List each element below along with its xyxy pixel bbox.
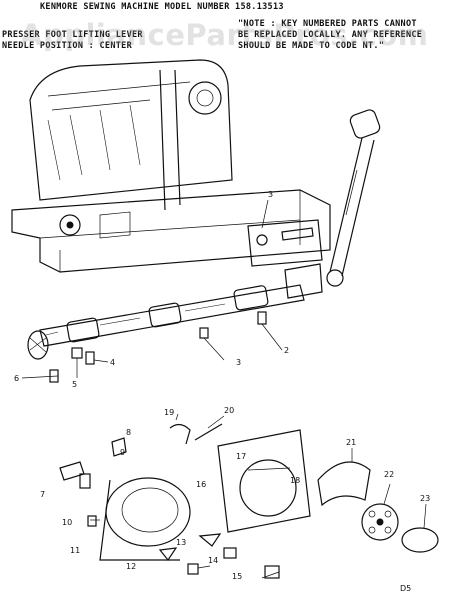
callout-16: 16 (196, 480, 207, 489)
callout-8: 8 (126, 428, 132, 437)
callout-4: 4 (110, 358, 116, 367)
callout-23: 23 (420, 494, 431, 503)
callout-11: 11 (70, 546, 81, 555)
needle-position-label: NEEDLE POSITION : CENTER (2, 41, 133, 51)
note-line-1: "NOTE : KEY NUMBERED PARTS CANNOT (238, 19, 417, 29)
callout-17: 17 (236, 452, 247, 461)
callout-2: 2 (284, 346, 290, 355)
callout-18: 18 (290, 476, 301, 485)
callout-19: 19 (164, 408, 175, 417)
bobbin-parts (317, 448, 439, 553)
inset-detail (217, 429, 311, 533)
connecting-rod (326, 109, 381, 287)
callout-9: 9 (120, 448, 126, 457)
note-line-3: SHOULD BE MADE TO CODE NT." (238, 41, 385, 51)
callout-5: 5 (72, 380, 78, 389)
callout-20: 20 (224, 406, 235, 415)
callout-21: 21 (346, 438, 357, 447)
callout-3: 3 (236, 358, 242, 367)
callout-6: 6 (14, 374, 20, 383)
callout-22: 22 (384, 470, 395, 479)
shaft-screws (21, 311, 283, 383)
hook-assembly (59, 437, 280, 579)
note-line-2: BE REPLACED LOCALLY. ANY REFERENCE (238, 30, 423, 40)
arm-shaft (27, 263, 323, 360)
watermark: AppliancePartsPros.com (20, 18, 429, 52)
page-code: D5 (400, 584, 412, 593)
callout-12: 12 (126, 562, 137, 571)
callout-14: 14 (208, 556, 219, 565)
sewing-machine-body (11, 59, 331, 273)
presser-foot-label: PRESSER FOOT LIFTING LEVER (2, 30, 143, 40)
callout-13: 13 (176, 538, 187, 547)
callout-7: 7 (40, 490, 46, 499)
callout-15: 15 (232, 572, 243, 581)
callout-10: 10 (62, 518, 73, 527)
thread-guide-parts (169, 413, 225, 445)
model-heading: KENMORE SEWING MACHINE MODEL NUMBER 158.… (40, 2, 284, 12)
callout-3-upper: 3 (268, 190, 274, 199)
bracket-detail (247, 199, 323, 267)
